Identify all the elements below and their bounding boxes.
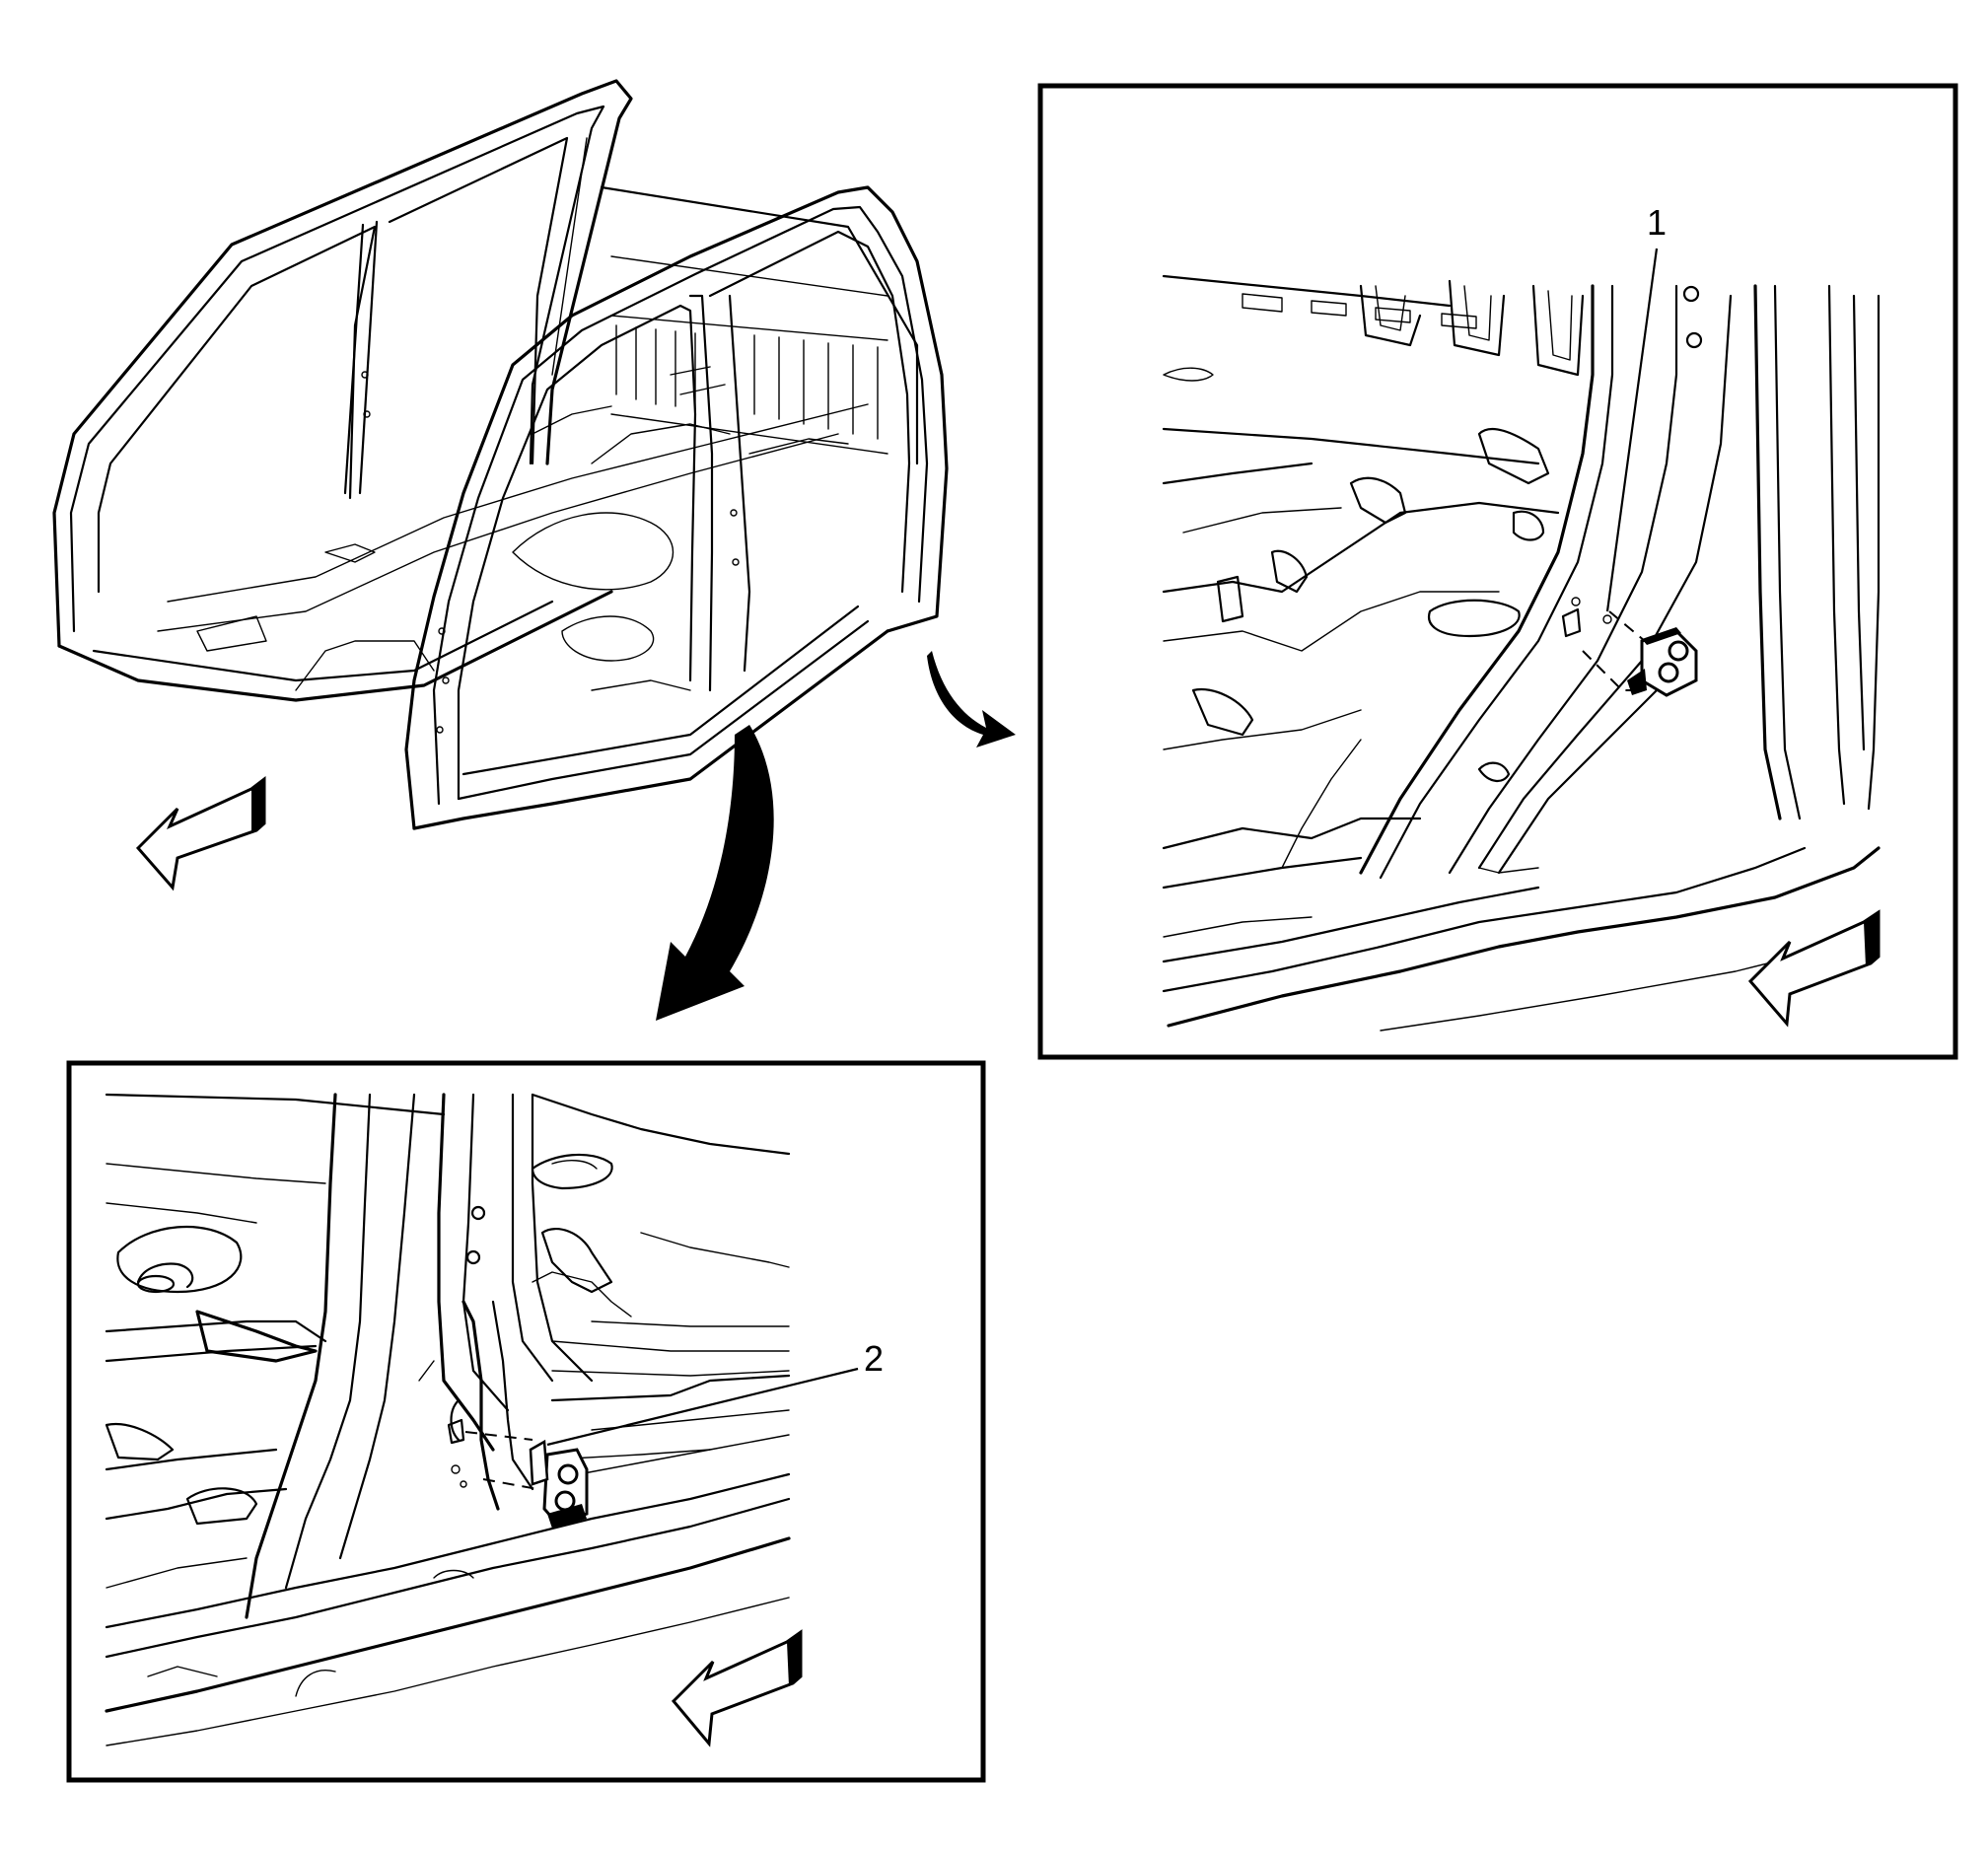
detail-view-2-frame — [66, 1060, 986, 1783]
detail-view-1-frame — [1037, 83, 1958, 1060]
callout-2: 2 — [546, 1338, 884, 1447]
detail-view-2: 2 — [66, 1060, 986, 1783]
floor-pan — [157, 366, 869, 691]
body-structure-overview — [52, 79, 949, 830]
detail-view-1: 1 — [1037, 83, 1958, 1060]
pillar-holes — [361, 371, 740, 734]
detail-view-2-drawing — [105, 1093, 791, 1746]
sensor-module-1 — [1627, 627, 1698, 697]
front-direction-arrow-icon — [671, 1629, 803, 1747]
curved-arrow-icon — [656, 725, 774, 1021]
callout-1-label: 1 — [1647, 202, 1667, 243]
rear-wall-ribs — [610, 315, 888, 455]
callout-1: 1 — [1605, 202, 1667, 612]
detail-view-1-drawing — [1162, 274, 1881, 1032]
sensor-module-2 — [529, 1439, 589, 1529]
front-direction-arrow-icon — [1747, 909, 1881, 1028]
callout-2-label: 2 — [864, 1338, 884, 1379]
curved-arrow-icon — [927, 651, 1016, 748]
front-direction-arrow-icon — [135, 775, 266, 891]
